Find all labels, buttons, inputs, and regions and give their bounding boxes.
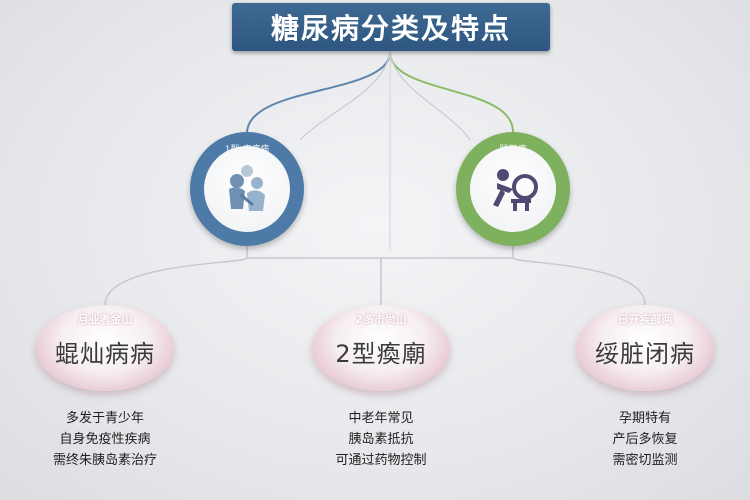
description-line: 中老年常见: [348, 411, 414, 426]
connector-faint-2: [389, 51, 471, 141]
description-line: 需密切监测: [612, 453, 678, 468]
node-name: 蜫灿病病: [55, 339, 155, 368]
node-name: 绥脏闭病: [595, 339, 695, 368]
connector-left-to-bottom: [104, 246, 248, 306]
description-line: 自身免疫性疾病: [59, 432, 151, 447]
category-node-3: 日开疾部两 绥脏闭病: [576, 305, 714, 391]
node-tag: 2多市尚山: [355, 313, 407, 326]
category-description-2: 中老年常见 胰岛素抵抗 可通过药物控制: [301, 408, 461, 471]
description-line: 孕期特有: [618, 411, 671, 426]
category-description-3: 孕期特有 产后多恢复 需密切监测: [565, 408, 725, 471]
type2-ring-node: 践额病: [456, 132, 570, 246]
category-description-1: 多发于青少年 自身免疫性疾病 需终朱胰岛素治疗: [25, 408, 185, 471]
person-exercise-icon: [493, 169, 538, 211]
connector-title-left: [246, 51, 391, 133]
connector-center: [247, 257, 513, 305]
description-line: 需终朱胰岛素治疗: [52, 453, 157, 468]
connector-title-right: [389, 51, 514, 133]
connector-faint-1: [299, 51, 391, 141]
description-line: 多发于青少年: [65, 411, 144, 426]
node-tag: 日开疾部两: [617, 313, 673, 326]
type1-ring-node: 1型 疾病病: [190, 132, 304, 246]
page-title: 糖尿病分类及特点: [232, 3, 550, 51]
connector-right-to-bottom: [512, 246, 646, 306]
category-node-2: 2多市尚山 2型瘓廟: [312, 305, 450, 391]
description-line: 可通过药物控制: [335, 453, 427, 468]
category-node-1: 月业者金山 蜫灿病病: [36, 305, 174, 391]
node-name: 2型瘓廟: [335, 339, 427, 368]
people-icon: [229, 165, 265, 211]
description-line: 产后多恢复: [612, 432, 678, 447]
description-line: 胰岛素抵抗: [348, 432, 414, 447]
node-tag: 月业者金山: [77, 313, 133, 326]
